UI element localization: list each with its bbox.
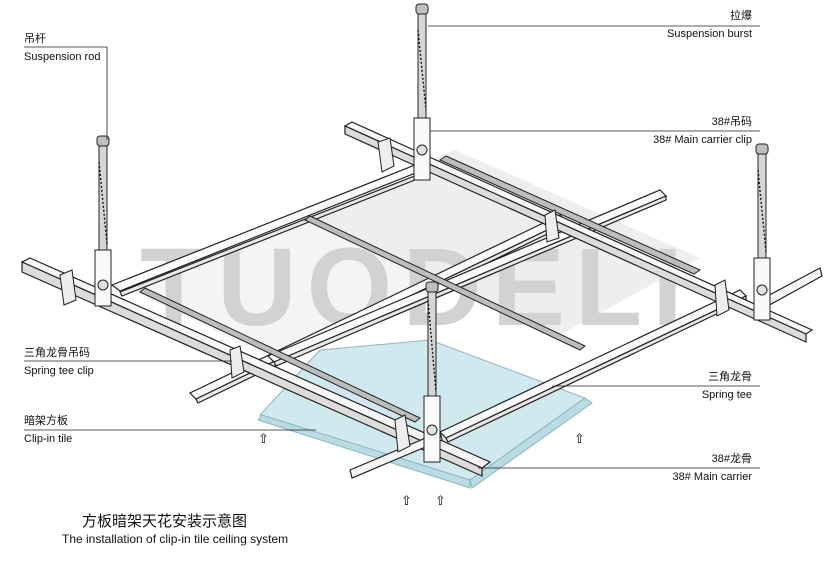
label-tee-clip-cn: 三角龙骨吊码 — [24, 347, 90, 359]
label-clip-tile-en: Clip-in tile — [24, 433, 73, 445]
label-tee-clip: 三角龙骨吊码 Spring tee clip — [24, 347, 94, 378]
label-main-carrier-en: 38# Main carrier — [672, 471, 752, 483]
suspension-burst-anchors — [96, 3, 769, 293]
caption-cn: 方板暗架天花安装示意图 — [82, 513, 248, 530]
leader-lines — [24, 25, 760, 469]
arrow-up-outline-icon: ⇧ — [435, 493, 446, 508]
label-carrier-clip: 38#吊码 38# Main carrier clip — [653, 116, 752, 147]
label-spring-tee-cn: 三角龙骨 — [708, 371, 752, 383]
main-carriers — [20, 121, 814, 477]
arrow-up-outline-icon: ⇧ — [401, 493, 412, 508]
label-clip-tile-cn: 暗架方板 — [24, 415, 68, 427]
cross-tees — [139, 155, 702, 423]
label-clip-tile: 暗架方板 Clip-in tile — [24, 415, 72, 446]
clip-in-tile — [257, 339, 593, 489]
label-tee-clip-en: Spring tee clip — [24, 365, 94, 377]
label-carrier-clip-en: 38# Main carrier clip — [652, 134, 752, 146]
label-spring-tee: 三角龙骨 Spring tee — [702, 371, 752, 402]
label-carrier-clip-cn: 38#吊码 — [711, 116, 752, 128]
arrow-up-outline-icon: ⇧ — [574, 431, 585, 446]
label-spring-tee-en: Spring tee — [701, 389, 752, 401]
spring-tee-clips — [59, 137, 730, 453]
label-suspension-burst: 拉爆 Suspension burst — [667, 10, 752, 41]
label-main-carrier: 38#龙骨 38# Main carrier — [673, 453, 752, 484]
label-suspension-rod: 吊杆 Suspension rod — [24, 33, 100, 64]
label-main-carrier-cn: 38#龙骨 — [711, 453, 752, 465]
rod-threads — [98, 29, 767, 393]
label-suspension-rod-cn: 吊杆 — [24, 33, 46, 45]
arrow-up-outline-icon: ⇧ — [258, 431, 269, 446]
label-suspension-burst-en: Suspension burst — [667, 28, 752, 40]
caption-en: The installation of clip-in tile ceiling… — [62, 532, 289, 546]
clip-bolts — [97, 144, 768, 436]
label-suspension-rod-en: Suspension rod — [24, 51, 101, 63]
label-suspension-burst-cn: 拉爆 — [730, 10, 752, 22]
